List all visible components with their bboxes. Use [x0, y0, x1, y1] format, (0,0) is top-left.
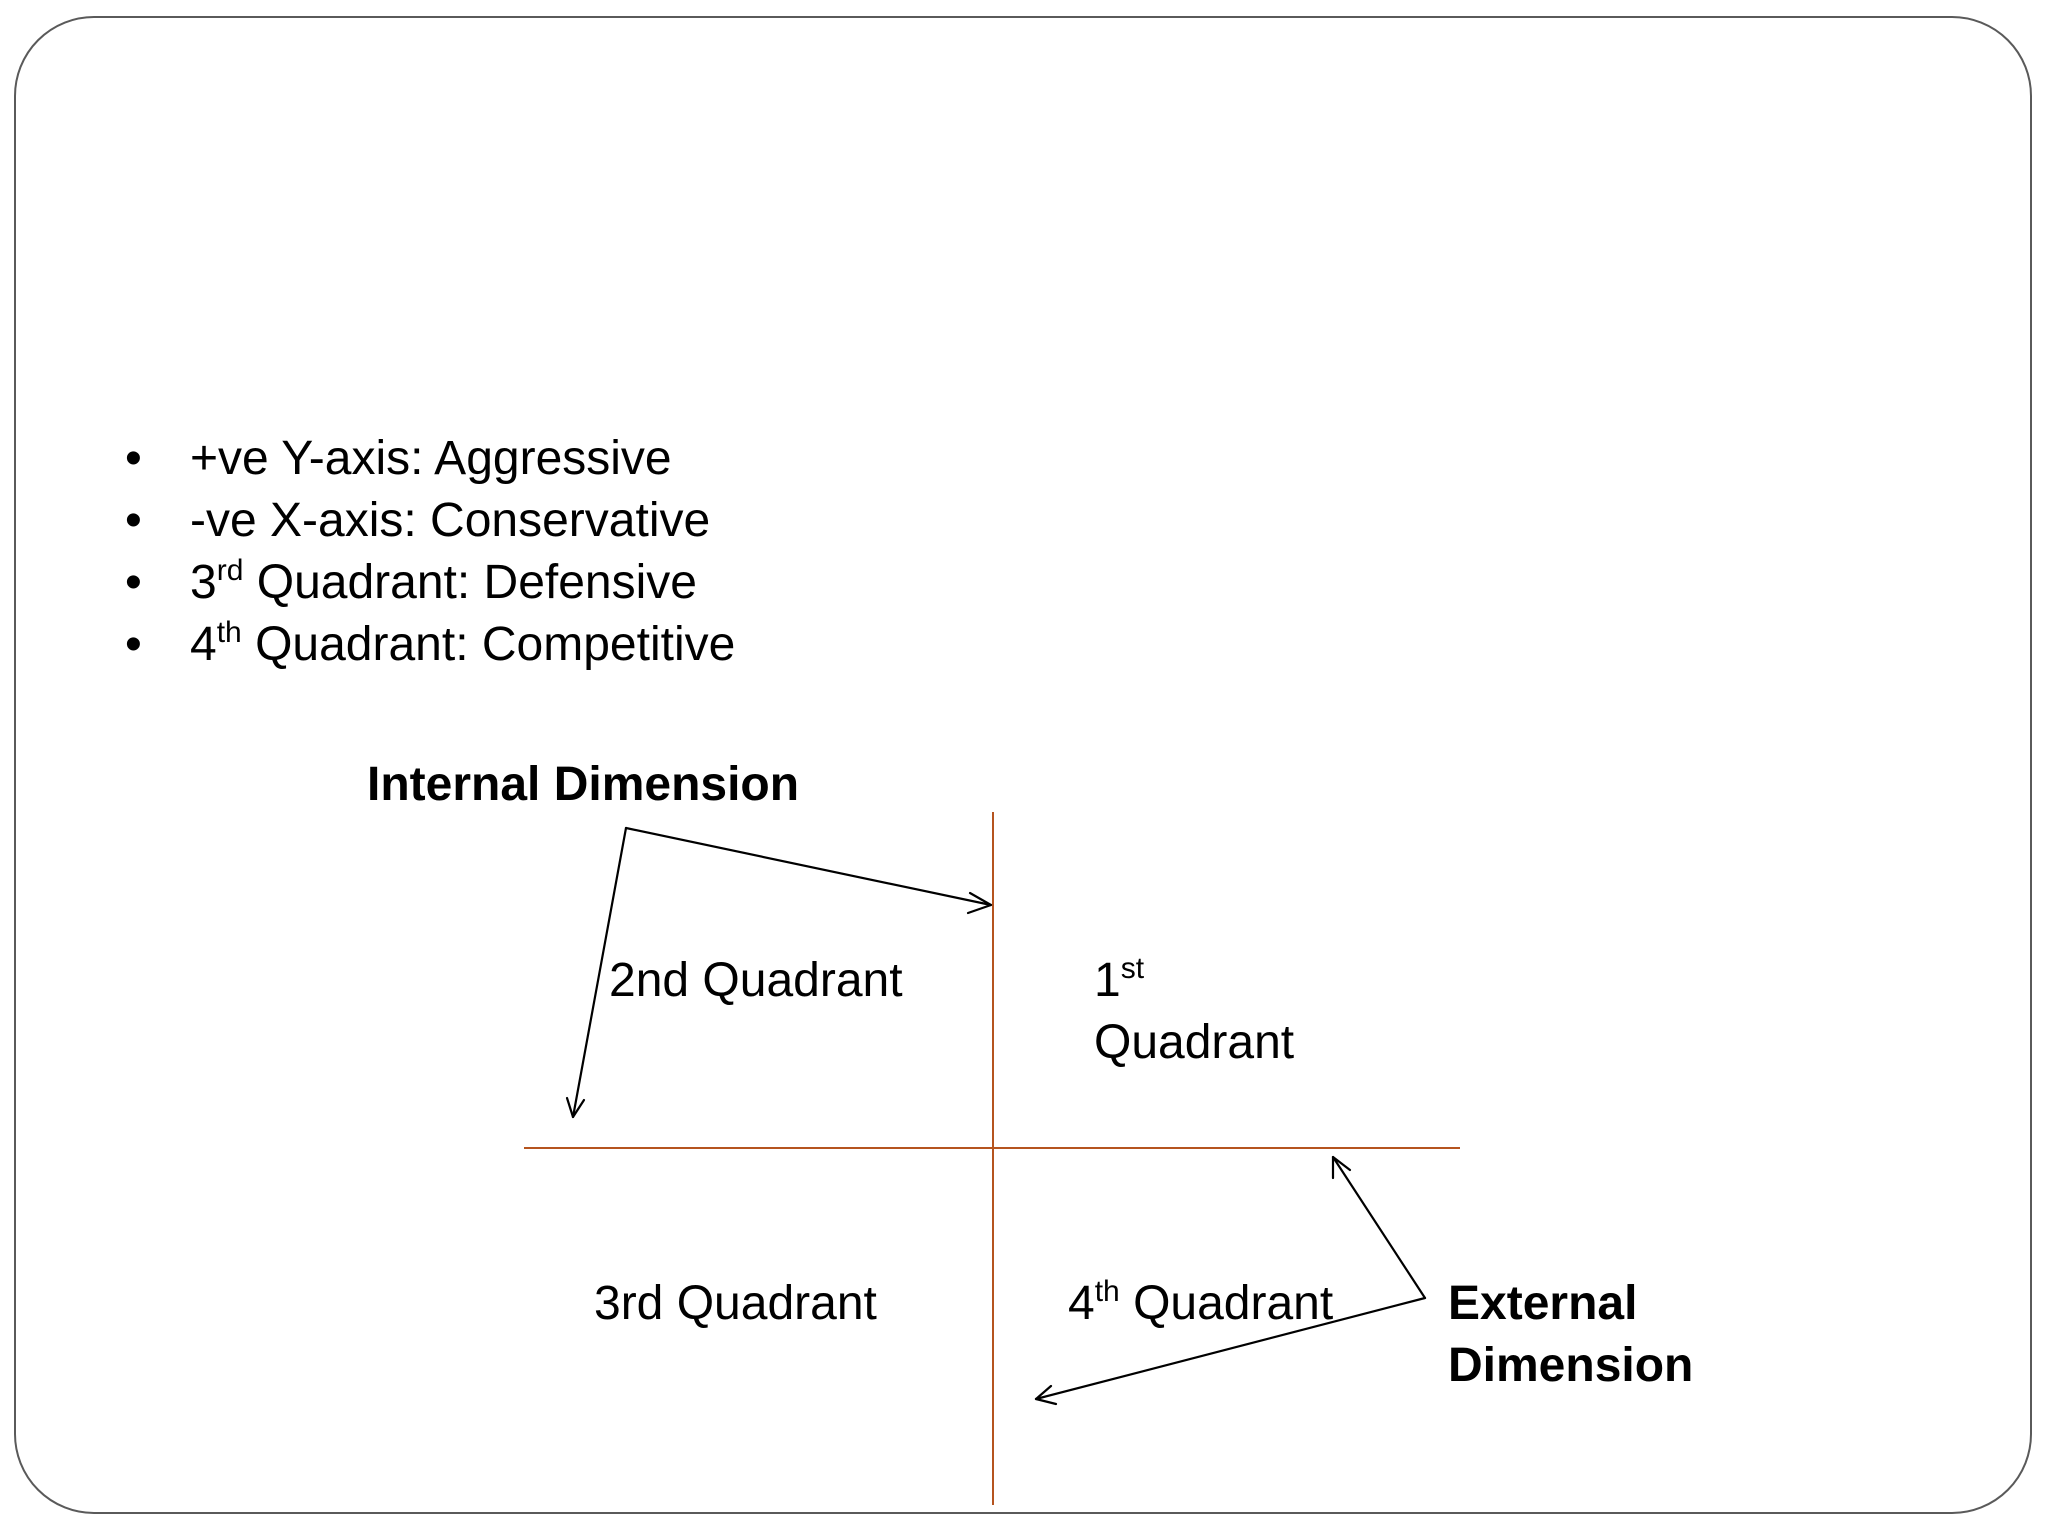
- arrow-to-y-axis-bottom: [1034, 1296, 1427, 1401]
- bullet-text-number: 3: [190, 556, 217, 609]
- arrowhead-x-axis: [565, 1096, 586, 1119]
- external-dimension-line2: Dimension: [1448, 1339, 1694, 1392]
- fourth-quadrant-label: 4th Quadrant: [1068, 1273, 1333, 1335]
- bullet-item-y-axis: • +ve Y-axis: Aggressive: [125, 428, 735, 490]
- fourth-quadrant-word: Quadrant: [1119, 1277, 1334, 1330]
- external-dimension-line1: External: [1448, 1277, 1638, 1330]
- internal-dimension-arrows: [565, 826, 993, 1119]
- third-quadrant-label: 3rd Quadrant: [594, 1277, 877, 1330]
- bullet-text: +ve Y-axis: Aggressive: [190, 432, 672, 485]
- second-quadrant-label: 2nd Quadrant: [609, 954, 903, 1007]
- bullet-item-3rd-quadrant: • 3rd Quadrant: Defensive: [125, 552, 735, 614]
- first-quadrant-word: Quadrant: [1094, 1016, 1295, 1069]
- bullet-list: • +ve Y-axis: Aggressive • -ve X-axis: C…: [125, 428, 735, 676]
- external-dimension-label: External Dimension: [1448, 1273, 1693, 1397]
- fourth-quadrant-number: 4: [1068, 1277, 1095, 1330]
- bullet-text: -ve X-axis: Conservative: [190, 494, 711, 547]
- bullet-dot: •: [125, 556, 142, 609]
- arrowhead-y-axis: [966, 891, 993, 915]
- arrowhead-y-axis-bottom: [1034, 1384, 1058, 1406]
- arrow-to-x-axis-right: [1331, 1155, 1427, 1300]
- bullet-text-ordinal: rd: [216, 554, 244, 587]
- bullet-text-rest: Quadrant: Defensive: [243, 556, 697, 609]
- first-quadrant-ordinal: st: [1120, 952, 1145, 985]
- fourth-quadrant-ordinal: th: [1094, 1275, 1120, 1308]
- bullet-item-x-axis: • -ve X-axis: Conservative: [125, 490, 735, 552]
- first-quadrant-number: 1: [1094, 954, 1121, 1007]
- bullet-text-number: 4: [190, 618, 217, 671]
- bullet-dot: •: [125, 618, 142, 671]
- arrow-to-x-axis: [571, 826, 628, 1119]
- bullet-dot: •: [125, 494, 142, 547]
- bullet-text-ordinal: th: [216, 616, 242, 649]
- external-dimension-arrows: [1034, 1155, 1427, 1406]
- bullet-item-4th-quadrant: • 4th Quadrant: Competitive: [125, 614, 735, 676]
- slide-frame: [14, 16, 2032, 1514]
- bullet-text-rest: Quadrant: Competitive: [241, 618, 736, 671]
- first-quadrant-label: 1st Quadrant: [1094, 950, 1294, 1074]
- arrowhead-x-axis-right: [1331, 1155, 1352, 1180]
- internal-dimension-label: Internal Dimension: [367, 758, 800, 811]
- arrow-to-y-axis: [624, 826, 993, 907]
- bullet-dot: •: [125, 432, 142, 485]
